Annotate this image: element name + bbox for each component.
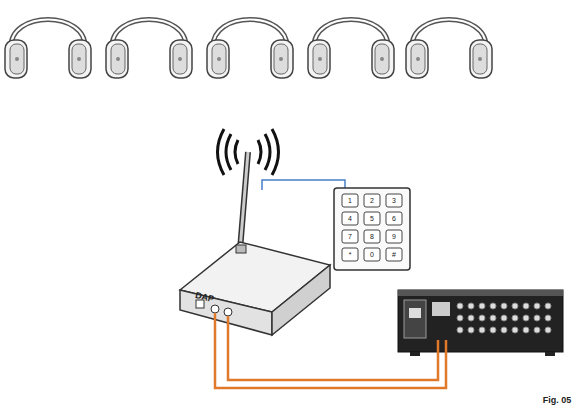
orange-cables <box>215 313 446 388</box>
key-label: # <box>392 251 396 258</box>
figure-number: Fig. 05 <box>543 396 572 405</box>
key <box>342 212 358 225</box>
key <box>364 212 380 225</box>
key <box>342 194 358 207</box>
key <box>364 194 380 207</box>
key-label: 1 <box>348 197 352 204</box>
key <box>386 230 402 243</box>
key <box>386 248 402 261</box>
key-label: 7 <box>348 233 352 240</box>
key-label: 0 <box>370 251 374 258</box>
key-label: 4 <box>348 215 352 222</box>
key <box>364 248 380 261</box>
headphones <box>5 20 492 79</box>
key <box>386 194 402 207</box>
key <box>386 212 402 225</box>
key-label: 9 <box>392 233 396 240</box>
key-label: 6 <box>392 215 396 222</box>
key <box>342 248 358 261</box>
amplifier <box>398 290 563 356</box>
key <box>342 230 358 243</box>
key-label: * <box>349 251 352 258</box>
key-label: 5 <box>370 215 374 222</box>
key-label: 3 <box>392 197 396 204</box>
blue-cable <box>262 180 345 190</box>
key-label: 8 <box>370 233 374 240</box>
keypad <box>334 188 410 270</box>
key-label: 2 <box>370 197 374 204</box>
key <box>364 230 380 243</box>
